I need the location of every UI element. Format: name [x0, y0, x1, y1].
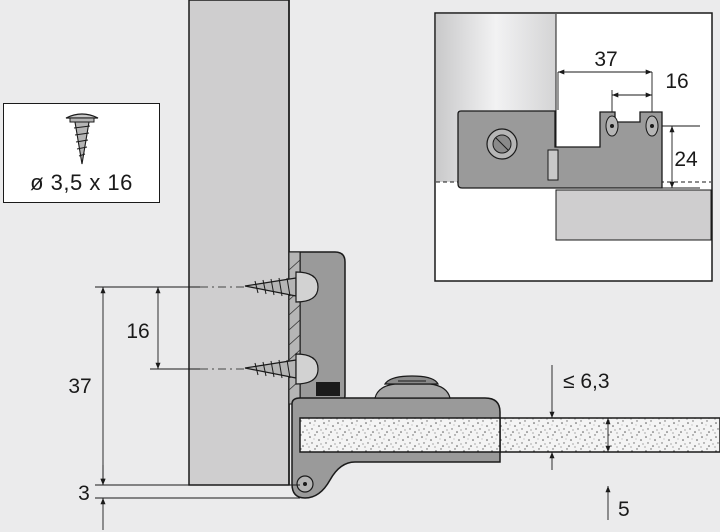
dim-max-thickness-label: ≤ 6,3: [563, 370, 610, 393]
screw-upper: [244, 271, 319, 303]
screw-legend: ø 3,5 x 16: [3, 103, 160, 203]
detail-dim-width-label: 37: [594, 48, 617, 71]
dim-height-label: 37: [68, 375, 91, 398]
dim-spacing-label: 16: [126, 320, 149, 343]
screw-lower: [244, 353, 319, 385]
detail-inset: [434, 12, 713, 282]
screw-spec-label: ø 3,5 x 16: [30, 170, 133, 195]
detail-dim-hole-spacing-label: 16: [665, 70, 688, 93]
detail-dim-height-label: 24: [674, 148, 698, 171]
runner-bracket: [288, 251, 501, 499]
cabinet-side-panel: [188, 0, 290, 486]
dim-bottom-offset-label: 3: [78, 482, 90, 505]
dim-bottom-gap-label: 5: [618, 498, 630, 521]
screw-icon: [65, 113, 99, 165]
